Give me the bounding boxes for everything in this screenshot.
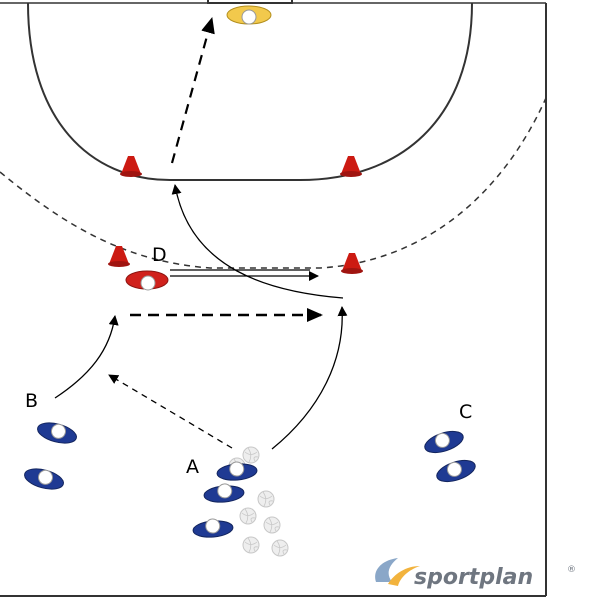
sportplan-logo: sportplan ® (375, 558, 576, 590)
run-arrow-curve (171, 184, 344, 299)
logo-registered: ® (567, 565, 576, 575)
cone-icon (340, 156, 362, 177)
ball-icon (242, 446, 260, 464)
movement-lines (54, 17, 348, 450)
label-b: B (25, 390, 38, 412)
goalkeeper-head-icon (241, 9, 257, 25)
ball-icon (271, 539, 289, 557)
free-throw-line (0, 97, 547, 269)
defender-d: D (125, 244, 169, 291)
run-arrow-a (271, 306, 348, 450)
cone-icon (120, 156, 142, 177)
logo-swoosh-icon (375, 558, 398, 582)
ball-icon (242, 536, 260, 554)
player-disc-icon (37, 422, 77, 444)
court (0, 0, 547, 597)
pass-arrow-a-to-b (108, 374, 233, 449)
goalkeeper (226, 5, 272, 25)
player-disc-icon (203, 483, 245, 503)
player-disc-icon (216, 461, 258, 481)
logo-swoosh-accent-icon (388, 566, 420, 586)
group-b: B (24, 390, 77, 490)
ball-icon (257, 490, 275, 508)
cone-icon (108, 246, 130, 267)
group-a: A (186, 456, 258, 538)
ball-icon (263, 516, 281, 534)
shot-arrow (170, 17, 215, 164)
label-d: D (152, 244, 167, 266)
run-arrow-b (54, 315, 119, 399)
cones (108, 156, 363, 274)
player-disc-icon (424, 430, 464, 454)
label-c: C (459, 401, 472, 423)
goal-area-line (27, 2, 473, 181)
group-c: C (424, 401, 476, 483)
label-a: A (186, 456, 199, 478)
player-disc-icon (192, 518, 234, 538)
defender-head-icon (140, 275, 156, 291)
cone-icon (341, 253, 363, 274)
player-disc-icon (24, 468, 64, 490)
logo-wordmark: sportplan (414, 565, 533, 590)
ball-icon (239, 507, 257, 525)
goal (207, 0, 293, 4)
player-disc-icon (436, 459, 476, 483)
